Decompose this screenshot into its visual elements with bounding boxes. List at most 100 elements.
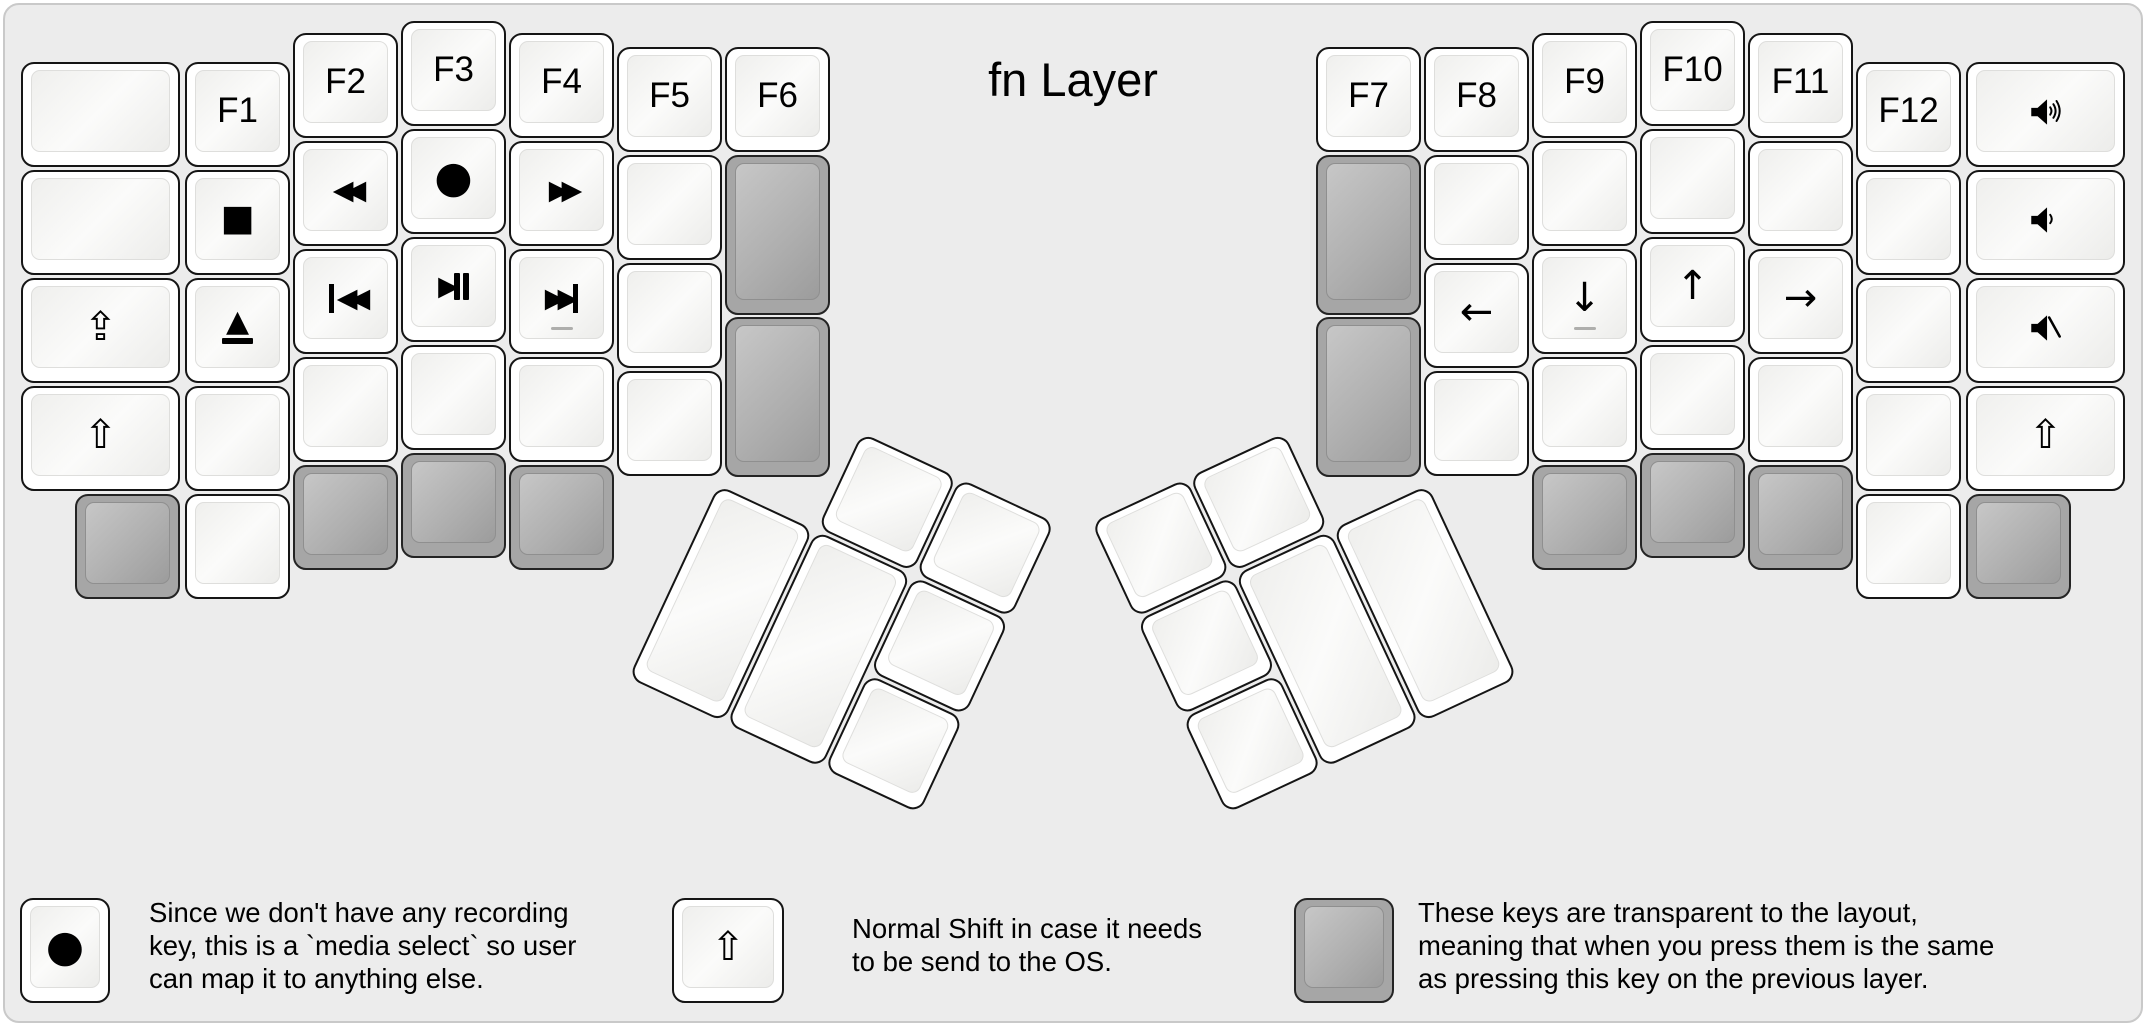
keycap: F7 bbox=[1326, 55, 1411, 137]
key-f2[interactable]: F2 bbox=[293, 33, 398, 138]
key-transparent[interactable] bbox=[293, 465, 398, 570]
key-transparent[interactable] bbox=[1966, 494, 2071, 599]
key-blank[interactable] bbox=[185, 386, 290, 491]
key-f4[interactable]: F4 bbox=[509, 33, 614, 138]
key-blank[interactable] bbox=[1424, 371, 1529, 476]
key-blank[interactable] bbox=[1532, 141, 1637, 246]
keycap: F8 bbox=[1434, 55, 1519, 137]
key-fast-forward[interactable]: ▶▶ bbox=[509, 141, 614, 246]
key-f8[interactable]: F8 bbox=[1424, 47, 1529, 152]
keycap: ◀◀ bbox=[303, 257, 388, 339]
keycap bbox=[627, 379, 712, 461]
key-blank[interactable] bbox=[1856, 278, 1961, 383]
key-blank[interactable] bbox=[1748, 141, 1853, 246]
key-blank[interactable] bbox=[1856, 170, 1961, 275]
key-arrow-down[interactable]: ↓ bbox=[1532, 249, 1637, 354]
keycap bbox=[519, 365, 604, 447]
key-stop[interactable]: ■ bbox=[185, 170, 290, 275]
key-volume-down[interactable] bbox=[1966, 170, 2125, 275]
key-transparent[interactable] bbox=[1748, 465, 1853, 570]
rewind-icon: ◀◀ bbox=[332, 174, 366, 206]
key-f10[interactable]: F10 bbox=[1640, 21, 1745, 126]
key-arrow-up[interactable]: ↑ bbox=[1640, 237, 1745, 342]
key-eject[interactable]: ▲ bbox=[185, 278, 290, 383]
key-f6[interactable]: F6 bbox=[725, 47, 830, 152]
key-arrow-left[interactable]: ← bbox=[1424, 263, 1529, 368]
keycap bbox=[303, 473, 388, 555]
legend-line: These keys are transparent to the layout… bbox=[1418, 897, 1918, 928]
keycap bbox=[1149, 587, 1261, 698]
key-transparent[interactable] bbox=[1532, 465, 1637, 570]
homing-bar bbox=[550, 327, 573, 330]
key-blank[interactable] bbox=[21, 62, 180, 167]
key-f9[interactable]: F9 bbox=[1532, 33, 1637, 138]
keycap bbox=[411, 461, 496, 543]
key-transparent[interactable] bbox=[509, 465, 614, 570]
keycap bbox=[1866, 502, 1951, 584]
key-blank[interactable] bbox=[1856, 386, 1961, 491]
keycap bbox=[839, 685, 952, 796]
key-blank[interactable] bbox=[1532, 357, 1637, 462]
key-blank[interactable] bbox=[509, 357, 614, 462]
prev-track-icon bbox=[328, 283, 334, 313]
key-label: F3 bbox=[433, 50, 474, 89]
keycap bbox=[1194, 685, 1307, 796]
key-transparent[interactable] bbox=[401, 453, 506, 558]
key-transparent[interactable] bbox=[1640, 453, 1745, 558]
arrow-right-icon: → bbox=[1783, 275, 1818, 321]
key-caps-lock[interactable]: ⇪ bbox=[21, 278, 180, 383]
key-next-track[interactable]: ▶▶ bbox=[509, 249, 614, 354]
key-blank[interactable] bbox=[617, 371, 722, 476]
key-shift[interactable]: ⇧ bbox=[21, 386, 180, 491]
key-f3[interactable]: F3 bbox=[401, 21, 506, 126]
key-shift[interactable]: ⇧ bbox=[1966, 386, 2125, 491]
fast-forward-icon: ▶▶ bbox=[548, 174, 582, 206]
keycap bbox=[735, 325, 820, 462]
key-transparent-sample bbox=[1294, 898, 1394, 1003]
key-blank[interactable] bbox=[1640, 129, 1745, 234]
keycap bbox=[85, 502, 170, 584]
key-play-pause[interactable]: ▶ bbox=[401, 237, 506, 342]
record-icon: ● bbox=[45, 921, 85, 972]
key-label: F9 bbox=[1564, 62, 1605, 101]
key-f12[interactable]: F12 bbox=[1856, 62, 1961, 167]
keycap bbox=[1976, 502, 2061, 584]
key-transparent[interactable] bbox=[725, 317, 830, 477]
key-blank[interactable] bbox=[1640, 345, 1745, 450]
key-prev-track[interactable]: ◀◀ bbox=[293, 249, 398, 354]
key-transparent[interactable] bbox=[725, 155, 830, 315]
keycap bbox=[1976, 70, 2115, 152]
key-blank[interactable] bbox=[293, 357, 398, 462]
keycap: F9 bbox=[1542, 41, 1627, 123]
key-transparent[interactable] bbox=[75, 494, 180, 599]
keycap bbox=[411, 353, 496, 435]
keycap: F4 bbox=[519, 41, 604, 123]
key-rewind[interactable]: ◀◀ bbox=[293, 141, 398, 246]
key-blank[interactable] bbox=[1856, 494, 1961, 599]
caps-lock-icon: ⇪ bbox=[83, 304, 118, 350]
key-blank[interactable] bbox=[1424, 155, 1529, 260]
keycap bbox=[1866, 178, 1951, 260]
key-f11[interactable]: F11 bbox=[1748, 33, 1853, 138]
keycap: ⇪ bbox=[31, 286, 170, 368]
key-f5[interactable]: F5 bbox=[617, 47, 722, 152]
key-f7[interactable]: F7 bbox=[1316, 47, 1421, 152]
keycap: F2 bbox=[303, 41, 388, 123]
key-volume-up[interactable] bbox=[1966, 62, 2125, 167]
key-transparent[interactable] bbox=[1316, 317, 1421, 477]
key-blank[interactable] bbox=[617, 155, 722, 260]
key-blank[interactable] bbox=[21, 170, 180, 275]
shift-icon: ⇧ bbox=[711, 924, 745, 970]
key-arrow-right[interactable]: → bbox=[1748, 249, 1853, 354]
key-mute[interactable] bbox=[1966, 278, 2125, 383]
key-f1[interactable]: F1 bbox=[185, 62, 290, 167]
key-blank[interactable] bbox=[401, 345, 506, 450]
keycap: ↑ bbox=[1650, 245, 1735, 327]
key-blank[interactable] bbox=[185, 494, 290, 599]
shift-icon: ⇧ bbox=[2028, 412, 2063, 458]
key-record[interactable]: ● bbox=[401, 129, 506, 234]
key-blank[interactable] bbox=[617, 263, 722, 368]
key-blank[interactable] bbox=[1748, 357, 1853, 462]
key-transparent[interactable] bbox=[1316, 155, 1421, 315]
